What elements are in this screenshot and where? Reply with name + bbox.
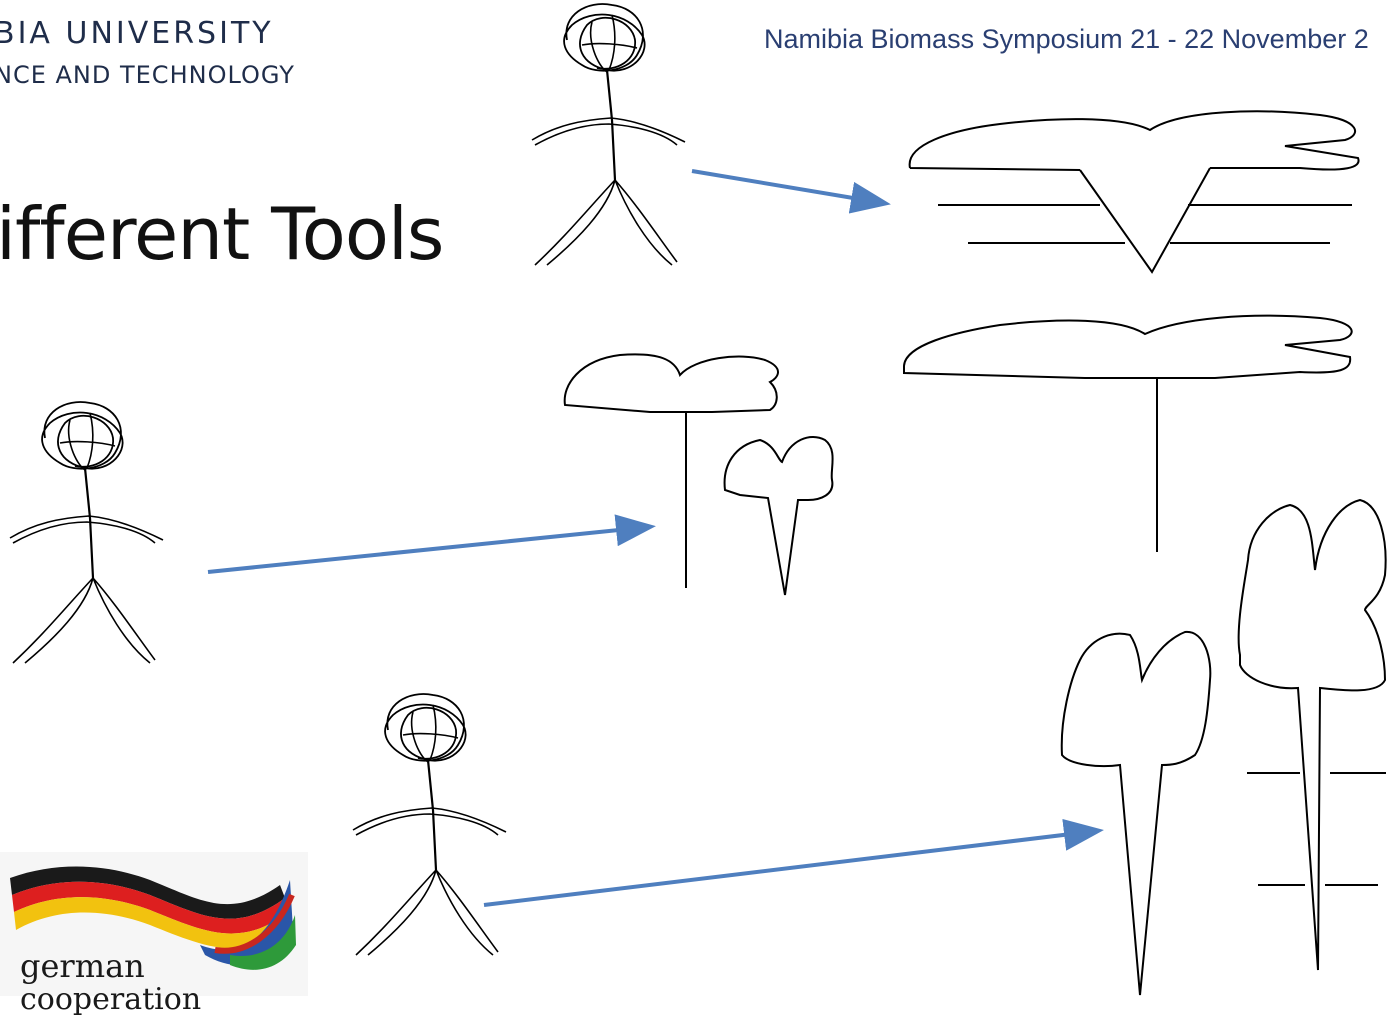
small-sapling bbox=[723, 435, 834, 596]
tall-tree-right bbox=[1237, 498, 1387, 971]
canopy-tree-large bbox=[903, 314, 1353, 552]
canopy-diagram-top bbox=[908, 110, 1360, 274]
stick-figure-bottom bbox=[351, 692, 508, 957]
small-canopy-tree bbox=[563, 353, 779, 588]
arrow-to-tall-trees bbox=[483, 818, 1104, 907]
symposium-header: Namibia Biomass Symposium 21 - 22 Novemb… bbox=[764, 24, 1369, 54]
logo-text-german: german bbox=[20, 947, 145, 985]
university-name-line2: NCE AND TECHNOLOGY bbox=[0, 61, 295, 89]
stick-figure-middle bbox=[8, 400, 165, 665]
stick-figure-top bbox=[530, 2, 687, 267]
german-cooperation-logo bbox=[0, 852, 308, 996]
logo-text-cooperation: cooperation bbox=[20, 982, 202, 1017]
arrow-to-canopy-chart bbox=[691, 169, 891, 214]
arrow-to-small-trees bbox=[207, 514, 656, 574]
slide-title: ifferent Tools bbox=[0, 192, 444, 276]
medium-tree-right bbox=[1060, 630, 1212, 996]
drawing-canvas bbox=[0, 2, 1387, 996]
university-name-line1: BIA UNIVERSITY bbox=[0, 16, 274, 51]
